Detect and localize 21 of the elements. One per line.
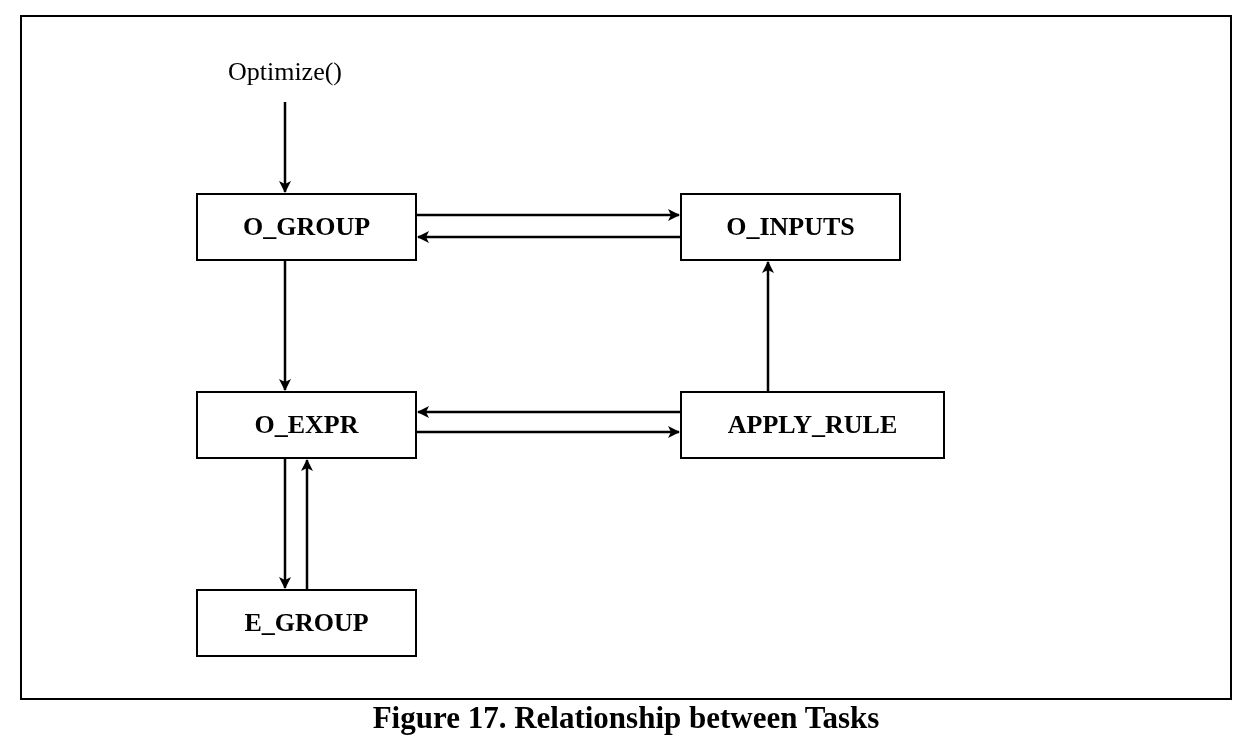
entry-call-text: Optimize()	[227, 57, 343, 87]
figure-caption: Figure 17. Relationship between Tasks	[372, 700, 880, 735]
arrow	[417, 426, 680, 438]
arrow	[417, 231, 680, 243]
task-box	[196, 391, 417, 459]
task-box	[680, 193, 901, 261]
arrow	[417, 406, 680, 418]
task-name: E_GROUP	[244, 608, 369, 638]
arrow	[417, 209, 680, 221]
arrow	[301, 459, 313, 589]
arrow	[279, 102, 291, 193]
arrow	[279, 459, 291, 589]
task-name: O_INPUTS	[726, 212, 855, 242]
task-name: APPLY_RULE	[727, 410, 898, 440]
task-box	[196, 193, 417, 261]
arrow	[279, 261, 291, 391]
task-box	[196, 589, 417, 657]
task-box	[680, 391, 945, 459]
task-name: O_EXPR	[254, 410, 359, 440]
arrow	[762, 261, 774, 391]
task-name: O_GROUP	[242, 212, 371, 242]
